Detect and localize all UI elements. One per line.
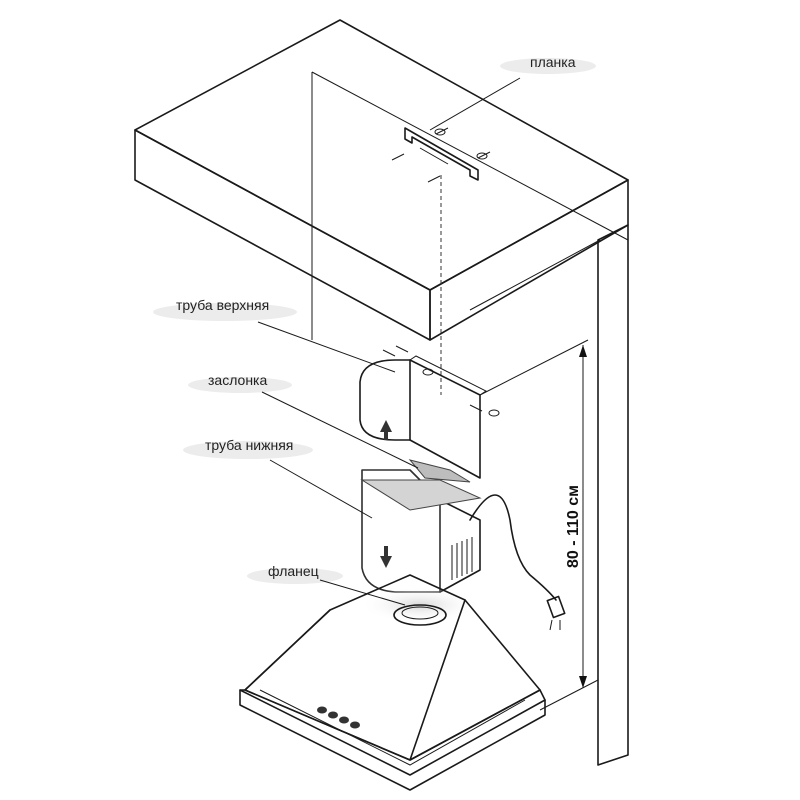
upper-pipe (359, 355, 487, 479)
height-dimension: 80 - 110 см (469, 239, 601, 711)
brick-wall (597, 224, 629, 766)
control-button (328, 711, 338, 719)
label-lower-pipe: труба нижняя (205, 437, 293, 453)
control-button (339, 716, 349, 724)
label-bracket: планка (530, 54, 576, 70)
callout-flange: фланец (247, 563, 406, 606)
bracket-screws (391, 127, 491, 183)
upper-pipe-screws (382, 345, 500, 417)
label-damper: заслонка (208, 372, 267, 388)
lower-pipe (360, 469, 482, 593)
label-flange: фланец (268, 563, 319, 579)
power-cord (469, 494, 566, 631)
flange (393, 604, 447, 626)
damper-plate (408, 459, 471, 483)
callout-bracket: планка (429, 54, 596, 131)
callout-damper: заслонка (188, 372, 419, 469)
label-upper-pipe: труба верхняя (176, 297, 269, 313)
ceiling-slab (134, 19, 629, 341)
callout-lower-pipe: труба нижняя (183, 437, 373, 519)
control-buttons (317, 706, 360, 729)
vent-grille (451, 537, 473, 580)
mounting-bracket (404, 127, 479, 181)
control-button (317, 706, 327, 714)
height-dimension-text: 80 - 110 см (565, 485, 582, 568)
control-button (350, 721, 360, 729)
hood-body (239, 574, 546, 791)
callout-upper-pipe: труба верхняя (153, 297, 396, 373)
